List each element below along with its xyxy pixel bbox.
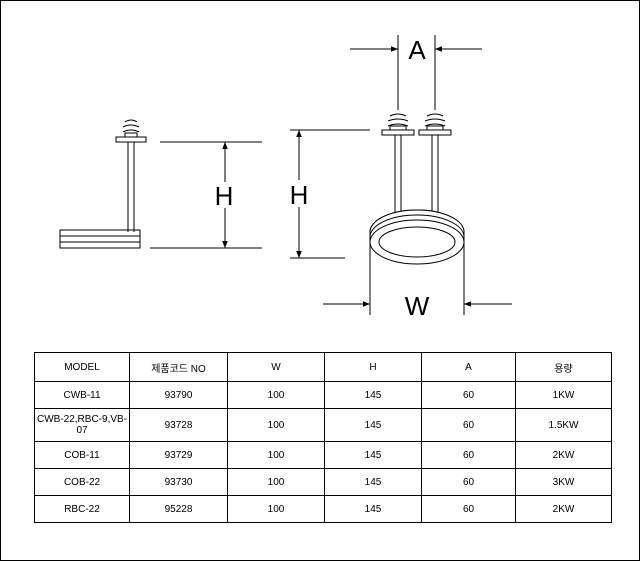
table-row: COB-11 93729 100 145 60 2KW — [34, 441, 612, 469]
cell-product-code: 93790 — [129, 381, 228, 409]
col-header-h: H — [324, 352, 422, 382]
table-row: CWB-11 93790 100 145 60 1KW — [34, 381, 612, 409]
dimension-h-label-left: H — [215, 181, 234, 211]
cell-a: 60 — [421, 468, 516, 496]
col-header-product-code: 제품코드 NO — [129, 352, 228, 382]
cell-product-code: 93728 — [129, 408, 228, 442]
cell-h: 145 — [324, 381, 422, 409]
table-row: CWB-22,RBC-9,VB-07 93728 100 145 60 1.5K… — [34, 408, 612, 442]
cell-product-code: 93729 — [129, 441, 228, 469]
cell-h: 145 — [324, 468, 422, 496]
cell-model: RBC-22 — [34, 495, 130, 523]
cell-model: CWB-22,RBC-9,VB-07 — [34, 408, 130, 442]
table-header-row: MODEL 제품코드 NO W H A 용량 — [34, 352, 612, 382]
dimension-w-label: W — [405, 291, 430, 321]
cell-model: COB-22 — [34, 468, 130, 496]
heater-front-view: A — [290, 35, 512, 321]
cell-capacity: 1KW — [515, 381, 612, 409]
w-dimension: W — [323, 291, 512, 321]
cell-capacity: 2KW — [515, 441, 612, 469]
cell-a: 60 — [421, 495, 516, 523]
col-header-capacity: 용량 — [515, 352, 612, 382]
cell-a: 60 — [421, 441, 516, 469]
front-terminal-right — [418, 113, 452, 136]
col-header-model: MODEL — [34, 352, 130, 382]
col-header-w: W — [227, 352, 325, 382]
table-row: COB-22 93730 100 145 60 3KW — [34, 468, 612, 496]
side-coil — [59, 229, 141, 249]
side-h-dimension: H — [150, 141, 262, 249]
front-coil — [369, 209, 465, 315]
cell-w: 100 — [227, 468, 325, 496]
cell-product-code: 93730 — [129, 468, 228, 496]
cell-w: 100 — [227, 408, 325, 442]
cell-a: 60 — [421, 381, 516, 409]
technical-drawing: H A — [59, 35, 512, 321]
dimension-h-label-right: H — [290, 180, 309, 210]
cell-model: CWB-11 — [34, 381, 130, 409]
cell-w: 100 — [227, 495, 325, 523]
dimension-a-label: A — [408, 35, 426, 65]
a-dimension: A — [350, 35, 482, 110]
cell-h: 145 — [324, 408, 422, 442]
front-stems — [394, 135, 439, 212]
spec-table: MODEL 제품코드 NO W H A 용량 CWB-11 93790 100 … — [34, 352, 612, 523]
cell-a: 60 — [421, 408, 516, 442]
cell-product-code: 95228 — [129, 495, 228, 523]
side-terminal — [115, 119, 147, 143]
cell-model: COB-11 — [34, 441, 130, 469]
cell-w: 100 — [227, 381, 325, 409]
cell-w: 100 — [227, 441, 325, 469]
cell-capacity: 3KW — [515, 468, 612, 496]
front-terminal-left — [381, 113, 415, 136]
cell-capacity: 2KW — [515, 495, 612, 523]
front-h-dimension: H — [290, 129, 370, 259]
table-row: RBC-22 95228 100 145 60 2KW — [34, 495, 612, 523]
col-header-a: A — [421, 352, 516, 382]
cell-h: 145 — [324, 441, 422, 469]
cell-capacity: 1.5KW — [515, 408, 612, 442]
cell-h: 145 — [324, 495, 422, 523]
heater-side-view: H — [59, 119, 262, 249]
